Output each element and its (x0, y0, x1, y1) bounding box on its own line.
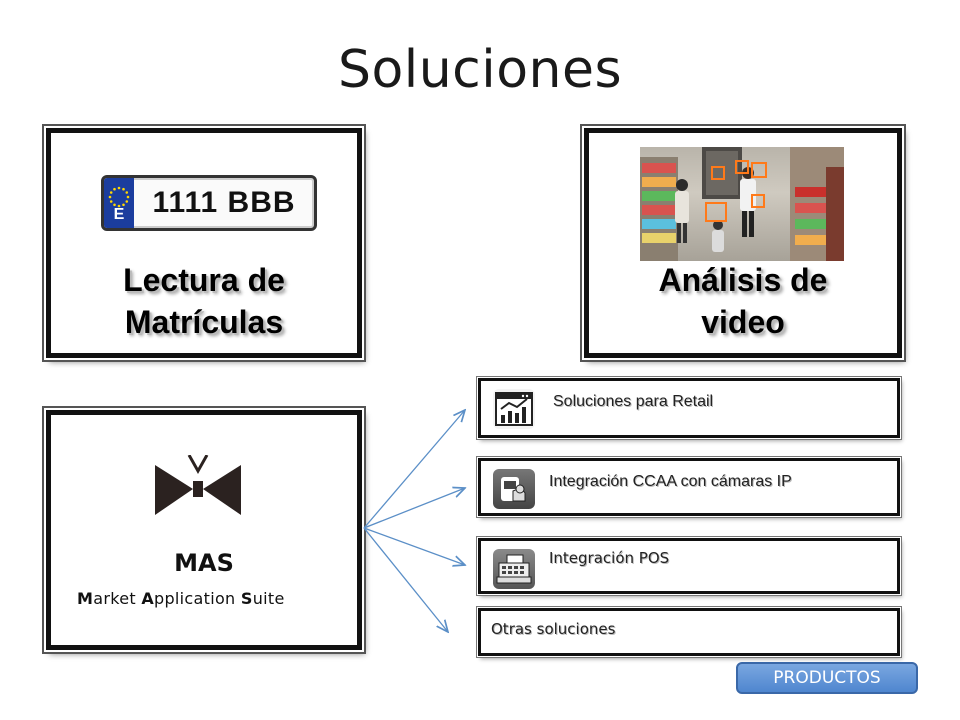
license-plate-card[interactable]: E 1111 BBB Lectura de Matrículas (46, 128, 362, 358)
mas-subtitle-word: pplication (154, 589, 241, 608)
mas-subtitle-initial: A (141, 589, 155, 608)
arrow-to-pos (363, 527, 465, 565)
eu-flag-band: E (104, 178, 134, 228)
mas-subtitle: Market Application Suite (77, 589, 285, 608)
mas-subtitle-initial: S (240, 589, 253, 608)
video-analysis-card-title: Análisis de video (589, 259, 897, 343)
solution-retail[interactable]: Soluciones para Retail (478, 378, 900, 438)
access-control-icon (493, 469, 535, 509)
cash-register-icon (493, 549, 535, 589)
card-title-line: Análisis de (658, 262, 828, 298)
mas-subtitle-word: arket (93, 589, 142, 608)
arrow-to-retail (363, 410, 465, 529)
arrow-to-other (363, 527, 448, 632)
arrow-to-ccaa (363, 488, 465, 529)
solution-label: Soluciones para Retail (553, 393, 714, 410)
solution-label: Otras soluciones (491, 620, 616, 638)
mas-card[interactable]: MAS Market Application Suite (46, 410, 362, 650)
mas-bowtie-logo-icon (155, 455, 241, 515)
mas-name: MAS (174, 549, 234, 577)
solution-other[interactable]: Otras soluciones (478, 608, 900, 656)
eu-stars-icon (108, 186, 130, 208)
license-plate-card-title: Lectura de Matrículas (51, 259, 357, 343)
card-title-line: video (701, 304, 785, 340)
products-button[interactable]: PRODUCTOS (736, 662, 918, 694)
slide-title: Soluciones (337, 40, 623, 100)
solution-pos[interactable]: Integración POS (478, 538, 900, 594)
solution-label: Integración POS (549, 549, 670, 567)
card-title-line: Lectura de (123, 262, 285, 298)
mas-subtitle-initial: M (77, 589, 94, 608)
retail-chart-icon (493, 389, 535, 429)
video-analysis-card[interactable]: Análisis de video (584, 128, 902, 358)
solution-ccaa[interactable]: Integración CCAA con cámaras IP (478, 458, 900, 516)
solution-label: Integración CCAA con cámaras IP (549, 473, 792, 490)
mas-subtitle-word: uite (252, 589, 285, 608)
plate-country-code: E (113, 206, 125, 223)
license-plate-image: E 1111 BBB (101, 175, 317, 231)
plate-number: 1111 BBB (152, 186, 296, 219)
card-title-line: Matrículas (124, 304, 284, 340)
store-camera-image (640, 147, 844, 261)
